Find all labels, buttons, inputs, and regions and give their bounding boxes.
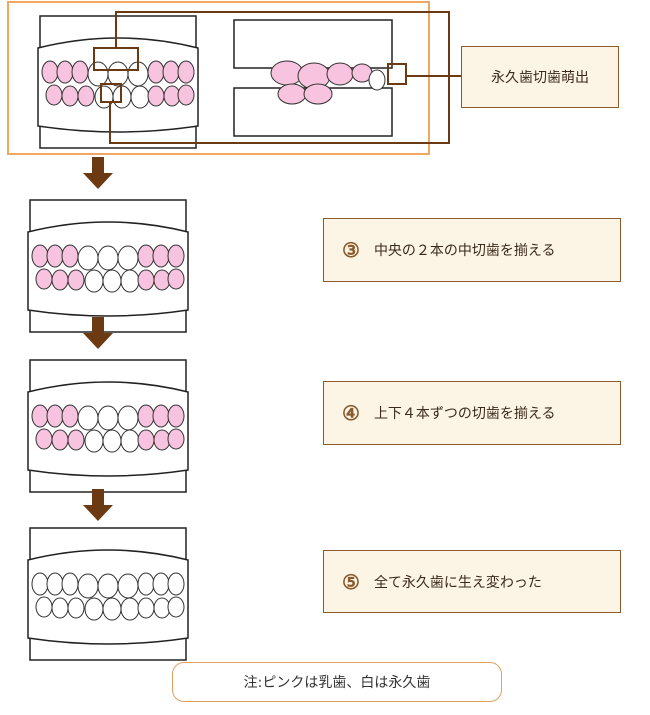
legend-note: 注:ピンクは乳歯、白は永久歯 bbox=[172, 662, 502, 702]
step-4-label: ④ 上下４本ずつの切歯を揃える bbox=[323, 381, 621, 445]
connector-lines bbox=[93, 11, 461, 144]
jaw-stage-4 bbox=[27, 359, 189, 493]
step-5-number: ⑤ bbox=[342, 569, 360, 594]
jaw-stage-3 bbox=[27, 199, 189, 333]
down-arrow-3 bbox=[83, 489, 113, 521]
step-3-text: 中央の２本の中切歯を揃える bbox=[373, 243, 556, 259]
down-arrow-1 bbox=[83, 157, 113, 189]
eruption-label: 永久歯切歯萌出 bbox=[461, 46, 619, 108]
highlight-frame bbox=[7, 1, 430, 155]
legend-note-text: 注:ピンクは乳歯、白は永久歯 bbox=[243, 675, 431, 691]
step-5-label: ⑤ 全て永久歯に生え変わった bbox=[323, 550, 621, 613]
eruption-label-text: 永久歯切歯萌出 bbox=[491, 70, 589, 86]
jaw-stage-5 bbox=[27, 527, 189, 661]
upper-teeth-row bbox=[41, 60, 195, 87]
step-5-text: 全て永久歯に生え変わった bbox=[373, 574, 542, 591]
jaw-front-stage-1 bbox=[37, 15, 199, 149]
step-3-label: ③ 中央の２本の中切歯を揃える bbox=[323, 218, 621, 282]
step-3-number: ③ bbox=[342, 238, 360, 262]
jaw-side-view bbox=[233, 19, 393, 137]
step-4-number: ④ bbox=[342, 401, 360, 425]
step-4-text: 上下４本ずつの切歯を揃える bbox=[373, 406, 556, 422]
down-arrow-2 bbox=[83, 317, 113, 349]
